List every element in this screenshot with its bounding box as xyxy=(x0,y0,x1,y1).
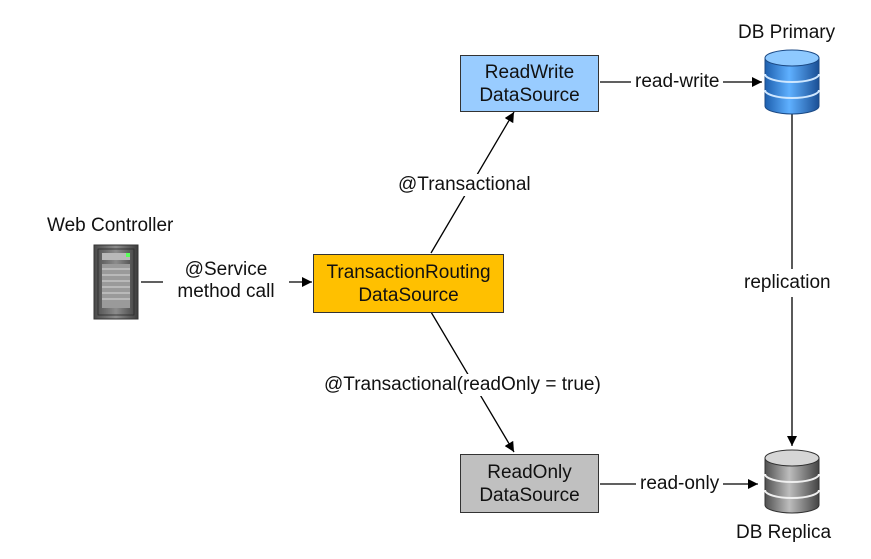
readonly-datasource-line1: ReadOnly xyxy=(487,461,572,483)
transactional-readonly-label: @Transactional(readOnly = true) xyxy=(322,374,603,396)
replication-label: replication xyxy=(740,269,835,297)
server-icon xyxy=(93,244,139,320)
service-call-line1: @Service xyxy=(184,259,268,280)
service-call-label: @Service method call xyxy=(163,259,289,303)
db-replica-icon xyxy=(764,449,820,514)
routing-datasource-line1: TransactionRouting xyxy=(326,261,491,283)
readwrite-datasource-box: ReadWrite DataSource xyxy=(460,55,599,112)
routing-datasource-box: TransactionRouting DataSource xyxy=(313,254,504,313)
transactional-label: @Transactional xyxy=(396,174,533,196)
routing-datasource-line2: DataSource xyxy=(358,284,459,306)
read-write-label: read-write xyxy=(631,71,724,93)
service-call-line2: method call xyxy=(177,281,275,302)
db-primary-icon xyxy=(764,49,820,115)
readonly-datasource-box: ReadOnly DataSource xyxy=(460,454,599,513)
web-controller-title: Web Controller xyxy=(47,215,174,236)
readwrite-datasource-line1: ReadWrite xyxy=(484,61,575,83)
db-primary-title: DB Primary xyxy=(738,22,836,43)
readwrite-datasource-line2: DataSource xyxy=(479,84,580,106)
db-replica-title: DB Replica xyxy=(736,522,832,543)
readonly-datasource-line2: DataSource xyxy=(479,484,580,506)
read-only-label: read-only xyxy=(636,473,724,495)
